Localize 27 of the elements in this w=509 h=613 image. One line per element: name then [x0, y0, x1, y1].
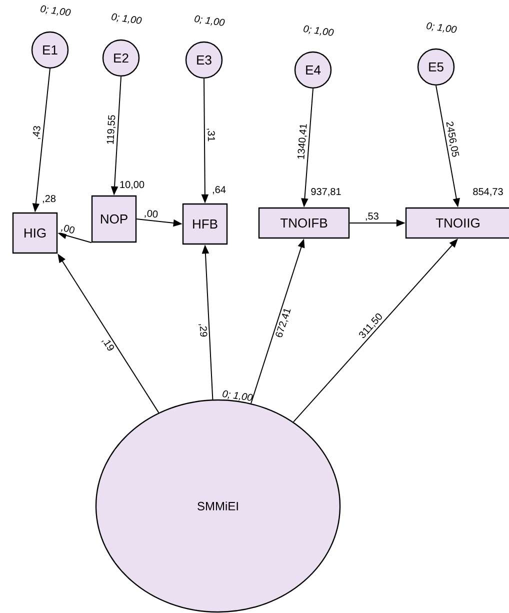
variable-box: HIG — [12, 212, 58, 254]
path-coefficient: ,29 — [198, 324, 208, 337]
variable-box: HFB — [182, 203, 228, 245]
path-coefficient: ,53 — [366, 212, 378, 221]
path-coefficient: ,00 — [144, 210, 158, 218]
path-coefficient: ,31 — [206, 128, 215, 142]
variable-box: TNOIIG — [405, 207, 509, 239]
variance-label: 0; 1,00 — [304, 25, 334, 36]
variance-label: 0; 1,00 — [426, 22, 457, 33]
variance-label: 0; 1,00 — [222, 390, 253, 401]
variance-label: ,64 — [212, 186, 226, 194]
variance-label: ,28 — [42, 195, 56, 204]
variance-label: 0; 1,00 — [112, 13, 142, 24]
variance-label: 0; 1,00 — [40, 5, 71, 16]
path-coefficient: 119,55 — [106, 115, 116, 144]
path-coefficient: ,43 — [32, 126, 40, 140]
path-coefficient: 672,41 — [276, 309, 291, 338]
variance-label: 937,81 — [311, 188, 341, 196]
path-coefficient: ,00 — [60, 224, 75, 234]
variable-box: NOP — [91, 195, 137, 243]
variance-label: 0; 1,00 — [194, 15, 225, 26]
path-coefficient: 1340,41 — [297, 124, 308, 160]
path-coefficient: ,19 — [101, 340, 114, 350]
variance-label: 854,73 — [473, 188, 503, 196]
variable-box: TNOIFB — [258, 207, 350, 239]
path-coefficient: 2456,05 — [446, 122, 460, 157]
variance-label: 10,00 — [120, 181, 144, 190]
